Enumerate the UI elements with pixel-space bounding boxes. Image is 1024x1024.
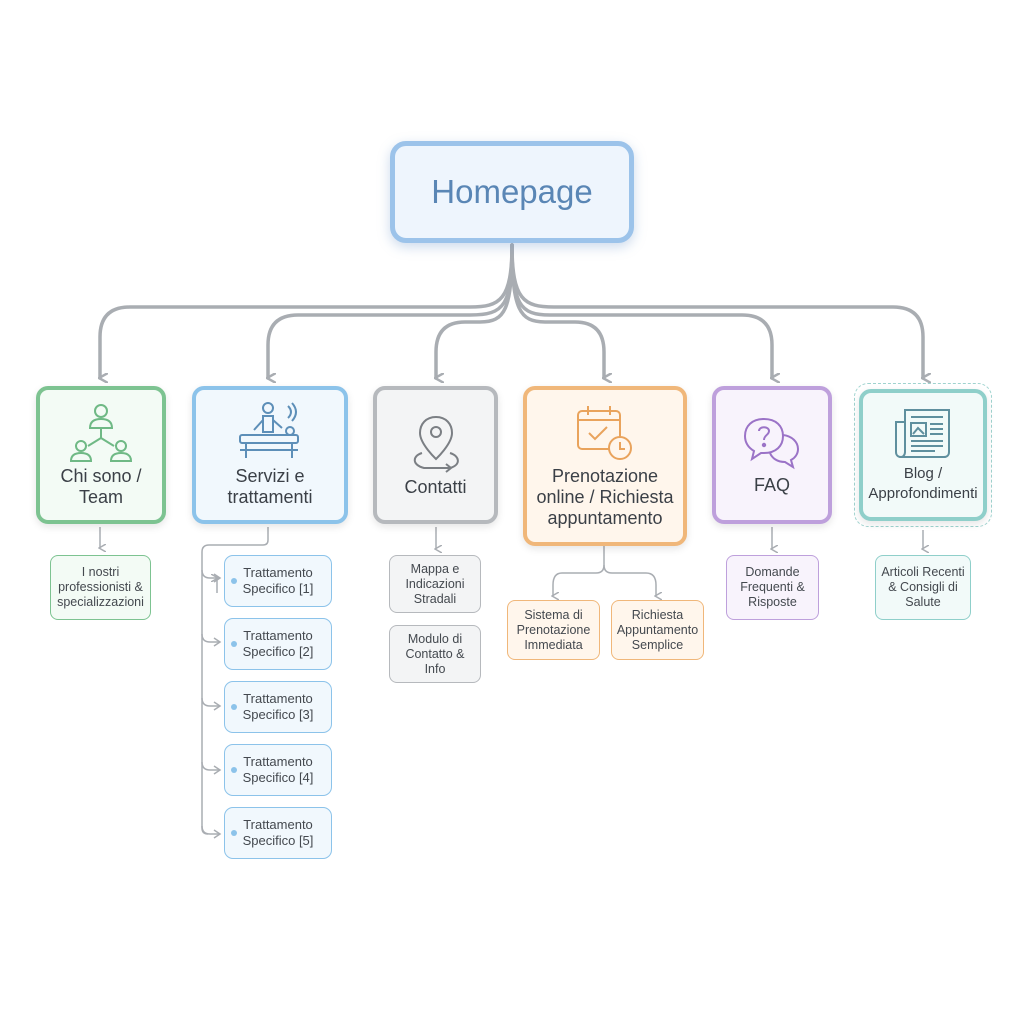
treatment-item[interactable]: Trattamento Specifico [4] [224, 744, 332, 796]
section-faq-label: FAQ [753, 474, 790, 495]
section-booking[interactable]: Prenotazione online / Richiesta appuntam… [523, 386, 687, 546]
homepage-label: Homepage [431, 173, 593, 210]
connector-contacts [436, 243, 514, 378]
section-blog-label: Blog / Approfondimenti [868, 465, 978, 502]
bullet-dot [231, 830, 237, 836]
team-child-professionals[interactable]: I nostri professionisti & specializzazio… [50, 555, 151, 620]
team-icon [69, 404, 133, 462]
treatment-item[interactable]: Trattamento Specifico [2] [224, 618, 332, 670]
connector-team [100, 243, 514, 378]
bullet-dot [231, 767, 237, 773]
bullet-dot [231, 578, 237, 584]
bullet-dot [231, 704, 237, 710]
homepage-node[interactable]: Homepage [390, 141, 634, 243]
section-services[interactable]: Servizi e trattamenti [192, 386, 348, 524]
connector-blog [510, 243, 923, 378]
treatment-item[interactable]: Trattamento Specifico [3] [224, 681, 332, 733]
section-booking-label: Prenotazione online / Richiesta appuntam… [536, 465, 674, 528]
newspaper-icon [895, 409, 950, 458]
calendar-clock-icon [577, 405, 632, 460]
section-contacts[interactable]: Contatti [373, 386, 498, 524]
massage-treatment-icon [239, 402, 299, 458]
question-chat-icon [743, 417, 800, 469]
connector-services [268, 243, 514, 378]
contacts-child-form[interactable]: Modulo di Contatto & Info [389, 625, 481, 683]
location-pin-icon [413, 415, 459, 473]
treatment-item[interactable]: Trattamento Specifico [5] [224, 807, 332, 859]
connector-faq [510, 243, 772, 378]
section-team[interactable]: Chi sono / Team [36, 386, 166, 524]
connector-booking-children [553, 545, 605, 596]
booking-child-immediate[interactable]: Sistema di Prenotazione Immediata [507, 600, 600, 660]
faq-child-answers[interactable]: Domande Frequenti & Risposte [726, 555, 819, 620]
blog-dashed-outline [854, 383, 992, 527]
section-services-label: Servizi e trattamenti [227, 466, 313, 507]
treatment-item[interactable]: Trattamento Specifico [1] [224, 555, 332, 607]
blog-child-articles[interactable]: Articoli Recenti & Consigli di Salute [875, 555, 971, 620]
contacts-child-map[interactable]: Mappa e Indicazioni Stradali [389, 555, 481, 613]
section-faq[interactable]: FAQ [712, 386, 832, 524]
section-contacts-label: Contatti [404, 476, 467, 497]
section-blog[interactable]: Blog / Approfondimenti [859, 389, 987, 521]
booking-child-request[interactable]: Richiesta Appuntamento Semplice [611, 600, 704, 660]
section-team-label: Chi sono / Team [60, 466, 142, 507]
bullet-dot [231, 641, 237, 647]
